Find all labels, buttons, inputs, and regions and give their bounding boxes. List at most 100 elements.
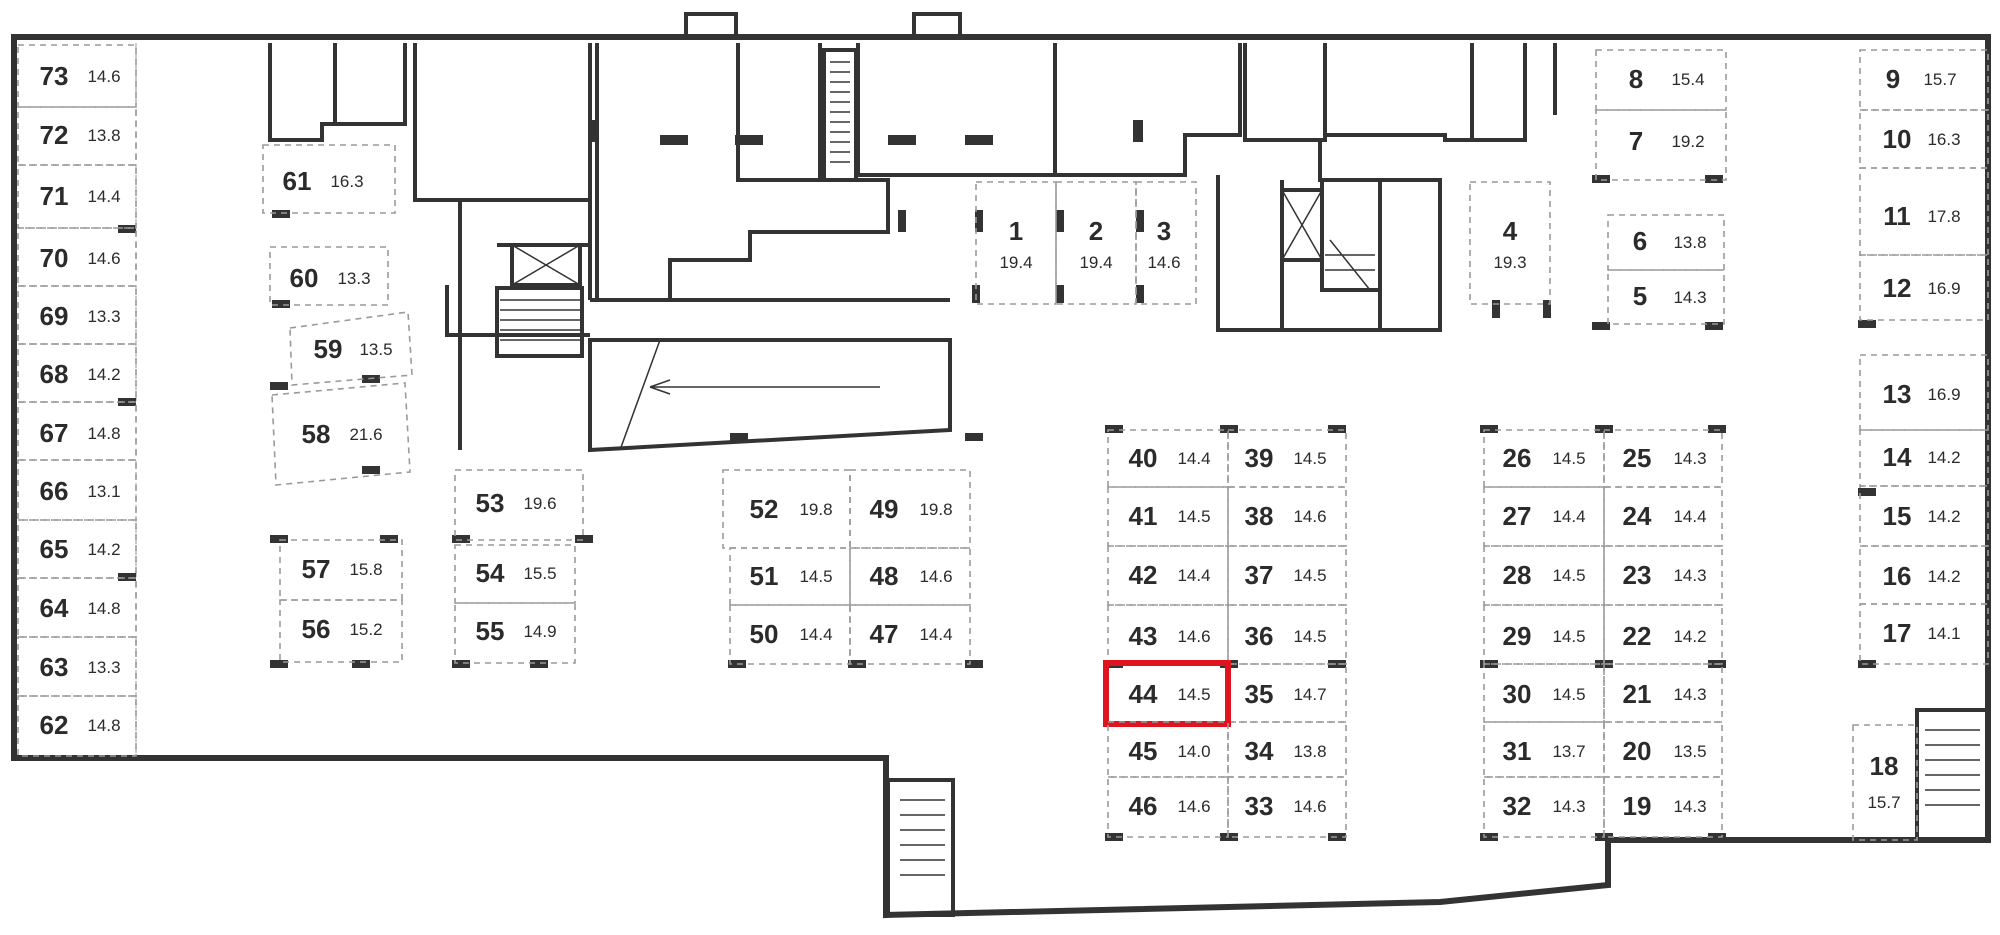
space-number: 43 [1129, 621, 1158, 651]
space-number: 31 [1503, 736, 1532, 766]
space-area: 13.3 [87, 307, 120, 326]
space-number: 47 [870, 619, 899, 649]
space-area: 14.6 [1293, 797, 1326, 816]
space-number: 2 [1089, 216, 1103, 246]
parking-space-33[interactable]: 33 14.6 [1227, 776, 1347, 838]
space-area: 14.5 [1552, 449, 1585, 468]
space-number: 64 [40, 593, 69, 623]
space-number: 17 [1883, 618, 1912, 648]
space-number: 46 [1129, 791, 1158, 821]
parking-space-4[interactable]: 419.3 [1469, 181, 1551, 305]
parking-space-3[interactable]: 314.6 [1135, 181, 1197, 305]
space-area: 14.4 [799, 625, 832, 644]
space-number: 3 [1157, 216, 1171, 246]
space-number: 21 [1623, 679, 1652, 709]
space-number: 33 [1245, 791, 1274, 821]
space-number: 37 [1245, 560, 1274, 590]
parking-space-50[interactable]: 50 14.4 [729, 604, 851, 665]
space-area: 14.6 [1147, 253, 1180, 272]
parking-space-1[interactable]: 119.4 [975, 181, 1057, 305]
space-number: 63 [40, 652, 69, 682]
space-area: 14.6 [87, 67, 120, 86]
space-area: 14.8 [87, 424, 120, 443]
space-number: 48 [870, 561, 899, 591]
space-number: 50 [750, 619, 779, 649]
space-number: 13 [1883, 379, 1912, 409]
parking-space-2[interactable]: 219.4 [1055, 181, 1137, 305]
space-number: 29 [1503, 621, 1532, 651]
space-area: 14.4 [87, 187, 120, 206]
space-area: 15.8 [349, 560, 382, 579]
space-number: 40 [1129, 443, 1158, 473]
space-area: 15.2 [349, 620, 382, 639]
